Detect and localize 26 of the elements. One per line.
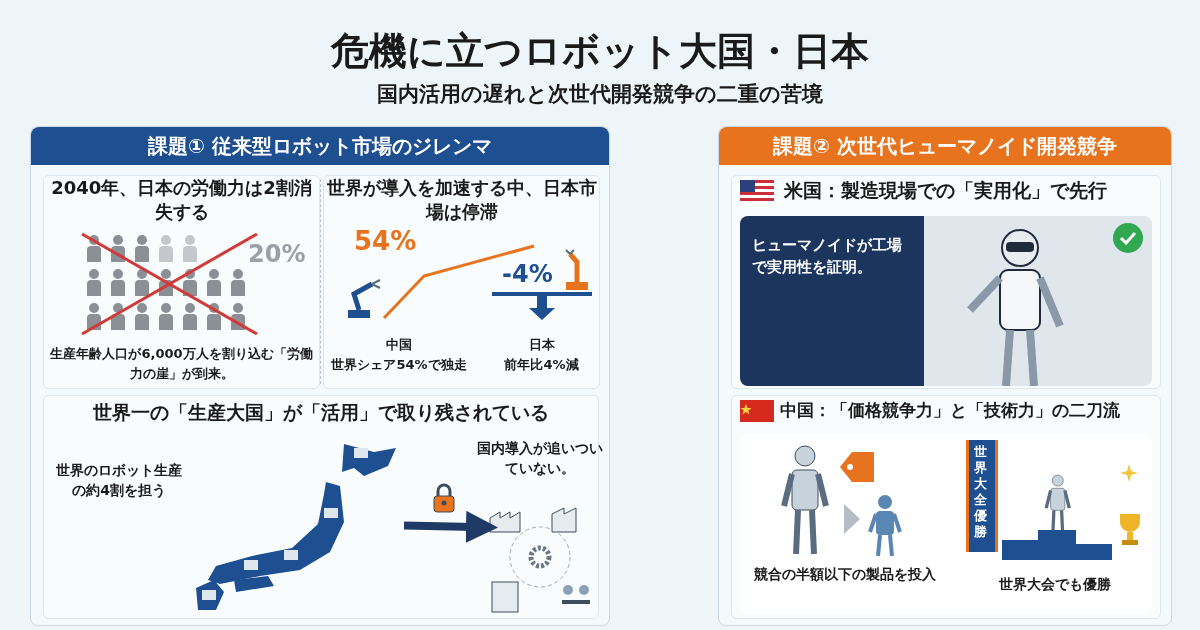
section-panel <box>30 126 610 626</box>
section-heading: 中国：「価格競争力」と「技術力」の二刀流 <box>780 399 1121 422</box>
percentage-label: 20% <box>248 240 306 268</box>
country-label: 中国 <box>385 336 413 354</box>
section-heading: 米国：製造現場での「実用化」で先行 <box>784 178 1108 203</box>
chart-caption: 世界シェア54%で独走 <box>330 356 468 374</box>
chart-caption: 前年比4%減 <box>503 356 580 374</box>
caption-text: 競合の半額以下の製品を投入 <box>753 565 937 584</box>
country-label: 日本 <box>527 336 556 354</box>
section-heading: 世界が導入を加速する中、日本市場は停滞 <box>325 176 598 224</box>
caption-text: 世界大会でも優勝 <box>998 575 1112 594</box>
section-header: 課題② 次世代ヒューマノイド開発競争 <box>719 127 1171 165</box>
body-text: 生産年齢人口が6,000万人を割り込む「労働力の崖」が到来。 <box>49 345 314 383</box>
section-panel <box>718 126 1172 626</box>
percentage-label: 54% <box>354 226 417 256</box>
description-text: ヒューマノイドが工場で実用性を証明。 <box>740 216 924 386</box>
title: 危機に立つロボット大国・日本 <box>329 28 870 75</box>
map-caption: 世界のロボット生産の約4割を担う <box>55 461 183 500</box>
percentage-label: -4% <box>502 260 553 288</box>
arrow <box>403 510 498 543</box>
subtitle: 国内活用の遅れと次世代開発競争の二重の苦境 <box>376 81 824 108</box>
section-heading: 2040年、日本の労働力は2割消失する <box>50 176 313 224</box>
section-header: 課題① 従来型ロボット市場のジレンマ <box>31 127 609 165</box>
banner-text: 世界大全優勝 <box>974 444 988 540</box>
section-heading: 世界一の「生産大国」が「活用」で取り残されている <box>92 400 550 425</box>
caption-text: 国内導入が追いついていない。 <box>476 439 604 478</box>
